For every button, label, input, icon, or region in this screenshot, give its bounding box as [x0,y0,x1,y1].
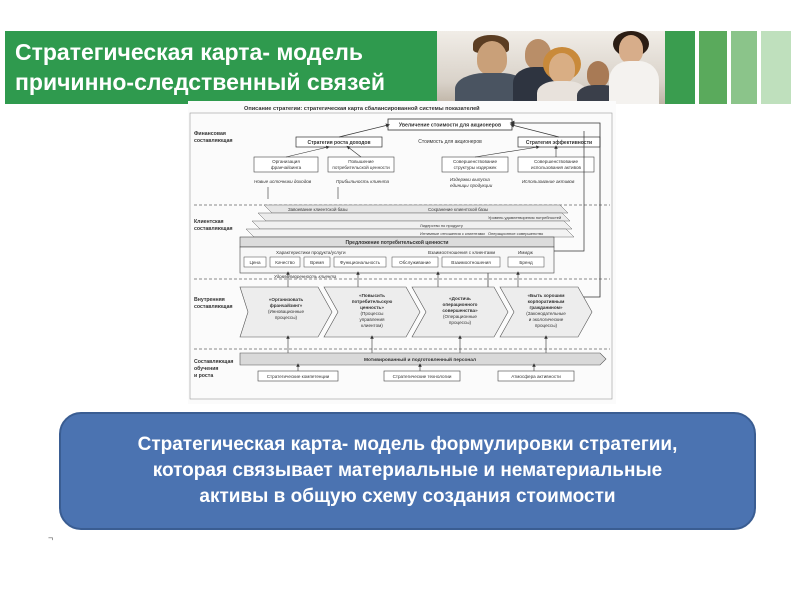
product-attrs-label: Характеристики продукта/услуги [276,250,346,255]
band-label: Лидерство по продукту [420,223,463,228]
attr-box-text: Функциональность [340,260,381,265]
measure-label: Использование активов [522,179,575,184]
rel-box-text: Обслуживание [399,260,431,265]
box-line: Повышение [348,159,374,164]
perspective-internal: Внутренняя составляющая [194,297,233,310]
measure-label: Новые источники доходов [254,179,312,184]
measure-label: Прибыльность клиента [336,179,389,184]
box-line: структуры издержек [454,165,498,170]
perspective-financial: Финансовая составляющая [194,131,233,144]
chevron-line: «Повысить [359,293,385,298]
perspective-label: Клиентская [194,219,224,225]
callout-line-1: Стратегическая карта- модель формулировк… [61,432,754,458]
learning-box-text: Стратегические компетенции [267,374,330,379]
strategy-map-figure: Описание стратегии: стратегическая карта… [188,101,616,404]
chevron-line: клиентом) [361,323,383,328]
chevron-line: «Достичь [449,296,471,301]
callout-line-3: активы в общую схему создания стоимости [61,484,754,510]
stripe [699,31,727,104]
chevron-line: совершенства» [442,308,478,313]
band-label: Уровень удовлетворения потребностей [488,215,561,220]
brand-box-text: Бренд [519,260,533,265]
attr-box-text: Цена [249,260,260,265]
efficiency-strategy-text: Стратегия эффективности [526,139,592,146]
financial-sub-boxes: Организация франчайзинга Повышение потре… [254,157,594,172]
chevron-line: операционного [443,302,478,307]
learning-box-text: Атмосфера активности [511,374,561,379]
chevron-line: процессы) [535,323,558,328]
slide-title-line-1: Стратегическая карта- модель [15,37,445,67]
definition-callout: Стратегическая карта- модель формулировк… [59,412,756,530]
top-goal-text: Увеличение стоимости для акционеров [399,123,501,129]
band-label: Завоевание клиентской базы [288,207,348,212]
chevron-line: «Быть хорошим [527,293,565,298]
stripe [665,31,695,104]
perspective-learning: Составляющая обучения и роста [194,359,233,379]
band-label: Операционное совершенство [488,231,544,236]
chevron-line: (Инновационные [268,309,305,314]
intimacy-label: Удовлетворенность клиента [274,274,337,279]
stripe [731,31,757,104]
growth-strategy-text: Стратегия роста доходов [307,140,370,146]
chevron-line: (Процессы [361,311,384,316]
relationships-label: Взаимоотношения с клиентами [428,250,495,255]
box-line: Организация [272,159,300,164]
box-line: потребительской ценности [332,164,390,170]
chevron-line: (Законодательные [526,311,566,316]
perspective-label: обучения [194,365,218,372]
perspective-customer: Клиентская составляющая [194,219,233,232]
header-banner: Стратегическая карта- модель причинно-сл… [5,31,791,104]
box-line: франчайзинга [271,164,302,170]
decorative-stripes [665,31,791,104]
customer-bands: Завоевание клиентской базы Сохранение кл… [246,205,574,237]
measure-label: единицы продукции [450,183,493,188]
financial-measures: Новые источники доходов Прибыльность кли… [254,177,575,188]
chevron-line: франчайзинг» [270,302,303,308]
attr-box-text: Время [310,260,324,265]
strategy-map-svg: Описание стратегии: стратегическая карта… [188,101,616,404]
box-line: Совершенствование [453,159,498,164]
diagram-caption: Описание стратегии: стратегическая карта… [244,105,480,112]
learning-box-text: Стратегические технологии [393,374,452,379]
perspective-label: составляющая [194,304,233,310]
stripe [761,31,791,104]
attr-box-text: Качество [275,260,295,265]
perspective-label: составляющая [194,138,233,144]
perspective-label: Внутренняя [194,297,225,303]
attribute-boxes: Цена Качество Время Функциональность Обс… [244,257,544,267]
value-proposition-text: Предложение потребительской ценности [346,239,449,246]
box-line: Совершенствование [534,159,579,164]
band-label: Сохранение клиентской базы [428,207,488,212]
chevron-line: ценность» [360,305,384,310]
shareholder-value-text: Стоимость для акционеров [418,139,482,145]
business-people-photo [437,31,665,104]
chevron-line: (Операционные [443,314,477,319]
chevron-line: управления [359,317,385,322]
chevron-line: потребительскую [352,298,393,304]
perspective-label: Финансовая [194,131,226,137]
chevron-line: корпоративным [528,299,565,304]
chevron-line: процессы) [449,320,472,325]
slide-title: Стратегическая карта- модель причинно-сл… [15,37,445,97]
footer-mark: ¬ [48,533,53,543]
box-line: использования активов [531,165,582,170]
perspective-label: составляющая [194,226,233,232]
callout-line-2: которая связывает материальные и нематер… [61,458,754,484]
perspective-label: Составляющая [194,359,233,365]
rel-box-text: Взаимоотношения [451,260,491,265]
workforce-text: Мотивированный и подготовленный персонал [364,356,476,363]
chevron-line: гражданином» [529,305,563,310]
band-label: Интимные отношения с клиентами [420,231,485,236]
perspective-label: и роста [194,373,213,379]
image-label: Имидж [518,250,534,255]
slide-title-line-2: причинно-следственный связей [15,67,445,97]
measure-label: Издержки выпуска [450,177,490,182]
chevron-line: процессы) [275,315,298,320]
chevron-line: «Организовать [269,297,304,302]
learning-boxes: Стратегические компетенции Стратегически… [258,371,574,381]
chevron-line: и экологические [529,317,564,322]
